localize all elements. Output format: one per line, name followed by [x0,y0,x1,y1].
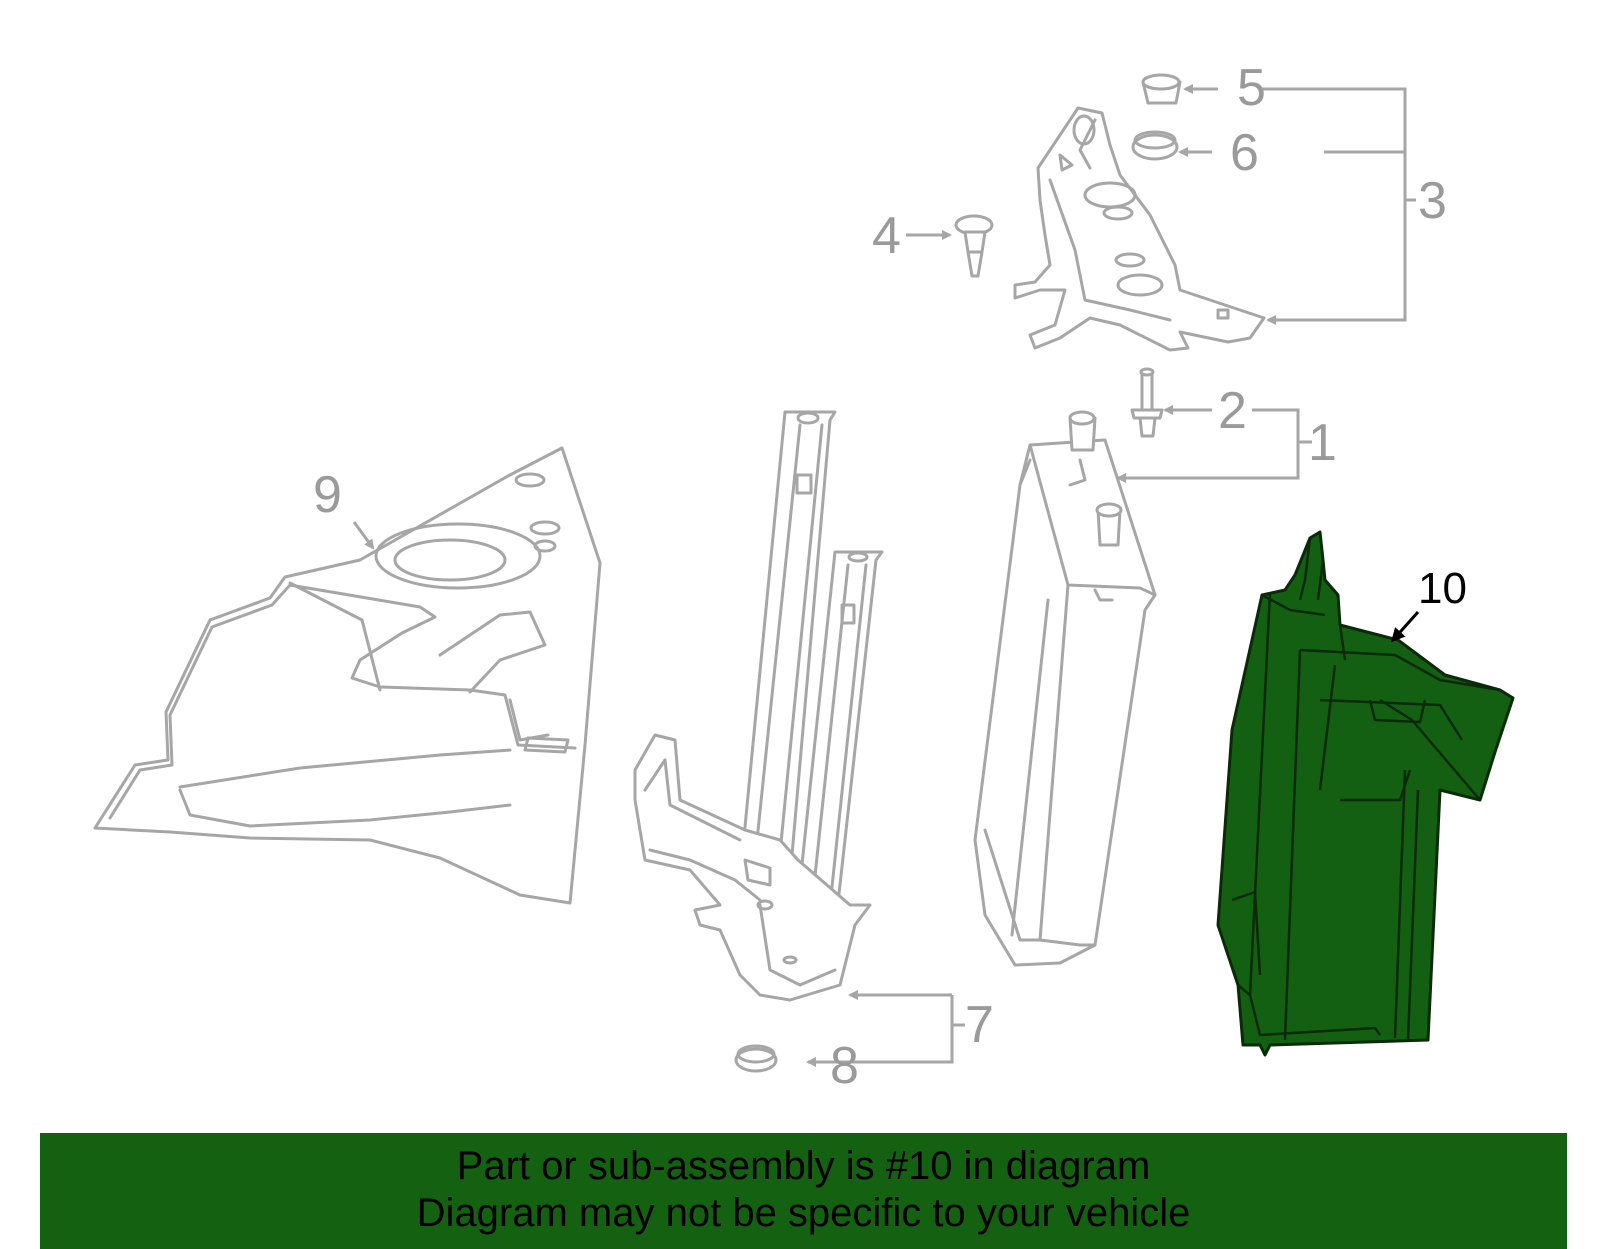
part-6-washer [1131,130,1179,161]
banner-line-2: Diagram may not be specific to your vehi… [416,1191,1191,1235]
callout-8: 8 [830,1037,859,1095]
callout-5: 5 [1237,59,1266,117]
banner-line-1: Part or sub-assembly is #10 in diagram [456,1144,1151,1188]
part-4-push-pin [954,214,994,278]
callout-10: 10 [1418,564,1467,613]
part-8-grommet [734,1044,778,1073]
callout-1: 1 [1308,414,1337,472]
part-3-bracket [1013,106,1266,352]
leader-lines [352,84,1420,1067]
part-2-bolt [1130,367,1164,438]
callout-9: 9 [313,466,342,524]
part-7-bracket [633,410,884,1002]
callout-2: 2 [1218,382,1247,440]
part-9-panel [93,446,602,905]
callout-3: 3 [1418,172,1447,230]
callout-4: 4 [872,207,901,265]
part-5-grommet [1141,73,1182,105]
callout-6: 6 [1230,124,1259,182]
part-1-cooler [973,410,1157,967]
part-10-deflector [1216,530,1515,1057]
callout-7: 7 [965,996,994,1054]
info-banner: Part or sub-assembly is #10 in diagram D… [40,1133,1567,1249]
